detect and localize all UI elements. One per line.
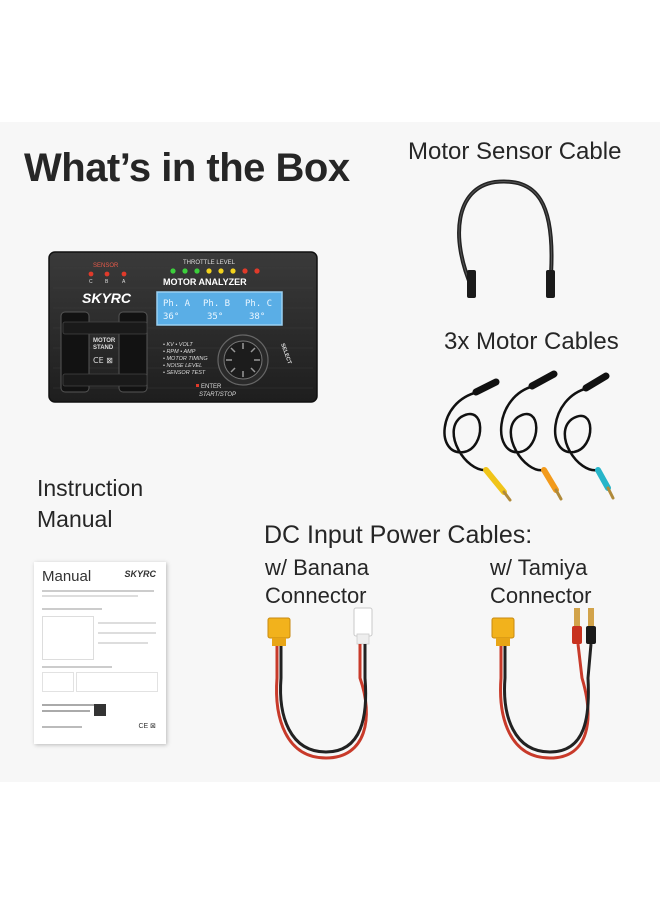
- banana-label-line2: Connector: [265, 583, 367, 608]
- sensor-pin-c: C: [89, 279, 93, 285]
- enter-marker: [196, 384, 199, 387]
- lcd-ph-c: Ph. C: [245, 299, 272, 309]
- white-connector-base: [356, 633, 370, 645]
- motor-cable-1: [443, 378, 512, 502]
- tamiya-connector-cable: [491, 608, 596, 760]
- feature-3: • MOTOR TIMING: [163, 356, 208, 362]
- dc-cables-heading: DC Input Power Cables:: [264, 521, 533, 549]
- feature-4: • NOISE LEVEL: [163, 363, 202, 369]
- stand-label-2: STAND: [93, 345, 114, 351]
- banana-label-line1: w/ Banana: [265, 555, 369, 580]
- manual-text-line: [42, 704, 94, 706]
- sensor-label: SENSOR: [93, 263, 119, 269]
- sensor-led-c: [88, 271, 94, 277]
- banana-connector-cable: [267, 607, 373, 760]
- xt60-connector: [267, 617, 291, 639]
- throttle-label: THROTTLE LEVEL: [183, 260, 236, 266]
- tamiya-label-line1: w/ Tamiya: [490, 555, 588, 580]
- manual-figure: [42, 616, 94, 660]
- stand-label-1: MOTOR: [93, 338, 116, 344]
- feature-2: • RPM • AMP: [163, 349, 196, 355]
- xt60-connector-base: [496, 638, 510, 646]
- manual-figure: [42, 672, 74, 692]
- manual-text-line: [42, 595, 138, 597]
- manual-title: Manual: [42, 568, 92, 585]
- feature-5: • SENSOR TEST: [163, 370, 206, 376]
- page-title: What’s in the Box: [24, 146, 350, 190]
- sensor-plug-right: [546, 270, 555, 298]
- sensor-cable-label: Motor Sensor Cable: [408, 138, 622, 165]
- device-brand-logo: SKYRC: [82, 290, 132, 306]
- lcd-ph-a: Ph. A: [163, 299, 191, 309]
- throttle-led-bar: [170, 268, 260, 274]
- manual-text-line: [42, 666, 112, 668]
- device-name: MOTOR ANALYZER: [163, 277, 247, 287]
- manual-label-line1: Instruction: [37, 475, 144, 501]
- start-stop-label: START/STOP: [199, 392, 236, 398]
- sensor-pin-b: B: [105, 279, 109, 285]
- manual-brand: SKYRC: [124, 569, 156, 579]
- cert-marks: CE ⊠: [93, 356, 113, 365]
- tamiya-style-white-connector: [353, 607, 373, 637]
- select-dial: [217, 334, 269, 386]
- lcd-screen: [156, 291, 283, 326]
- lcd-ph-b: Ph. B: [203, 299, 230, 309]
- manual-text-line: [42, 710, 90, 712]
- motor-cable-3: [553, 372, 615, 500]
- manual-text-line: [42, 608, 102, 610]
- lcd-val-a: 36°: [163, 312, 179, 322]
- motor-stand-clips: [60, 311, 148, 393]
- manual-cert-marks: CE ⊠: [138, 723, 156, 730]
- manual-figure: [76, 672, 158, 692]
- manual-text-line: [98, 632, 156, 634]
- motor-analyzer-device: SENSOR C B A THROTTLE LEVEL MOTOR ANALYZ…: [48, 251, 318, 403]
- xt60-connector-base: [272, 638, 286, 646]
- manual-text-line: [98, 622, 156, 624]
- manual-text-line: [42, 590, 154, 592]
- motor-cables-set: [443, 370, 615, 502]
- sensor-plug-left: [467, 270, 476, 298]
- enter-label: ENTER: [201, 384, 222, 390]
- manual-text-line: [42, 726, 82, 728]
- sensor-pin-a: A: [122, 279, 126, 285]
- motor-sensor-cable: [457, 179, 555, 298]
- instruction-manual: Manual SKYRC CE ⊠: [34, 562, 166, 744]
- sensor-led-b: [104, 271, 110, 277]
- tamiya-label-line2: Connector: [490, 583, 592, 608]
- lcd-val-c: 38°: [249, 312, 265, 322]
- sensor-led-a: [121, 271, 127, 277]
- motor-cables-label: 3x Motor Cables: [444, 328, 619, 355]
- feature-1: • KV • VOLT: [163, 342, 193, 348]
- banana-plugs: [572, 608, 596, 644]
- motor-cable-2: [499, 370, 563, 501]
- xt60-connector: [491, 617, 515, 639]
- manual-text-line: [98, 642, 148, 644]
- manual-qr-code: [94, 704, 106, 716]
- lcd-val-b: 35°: [207, 312, 223, 322]
- manual-label-line2: Manual: [37, 506, 113, 532]
